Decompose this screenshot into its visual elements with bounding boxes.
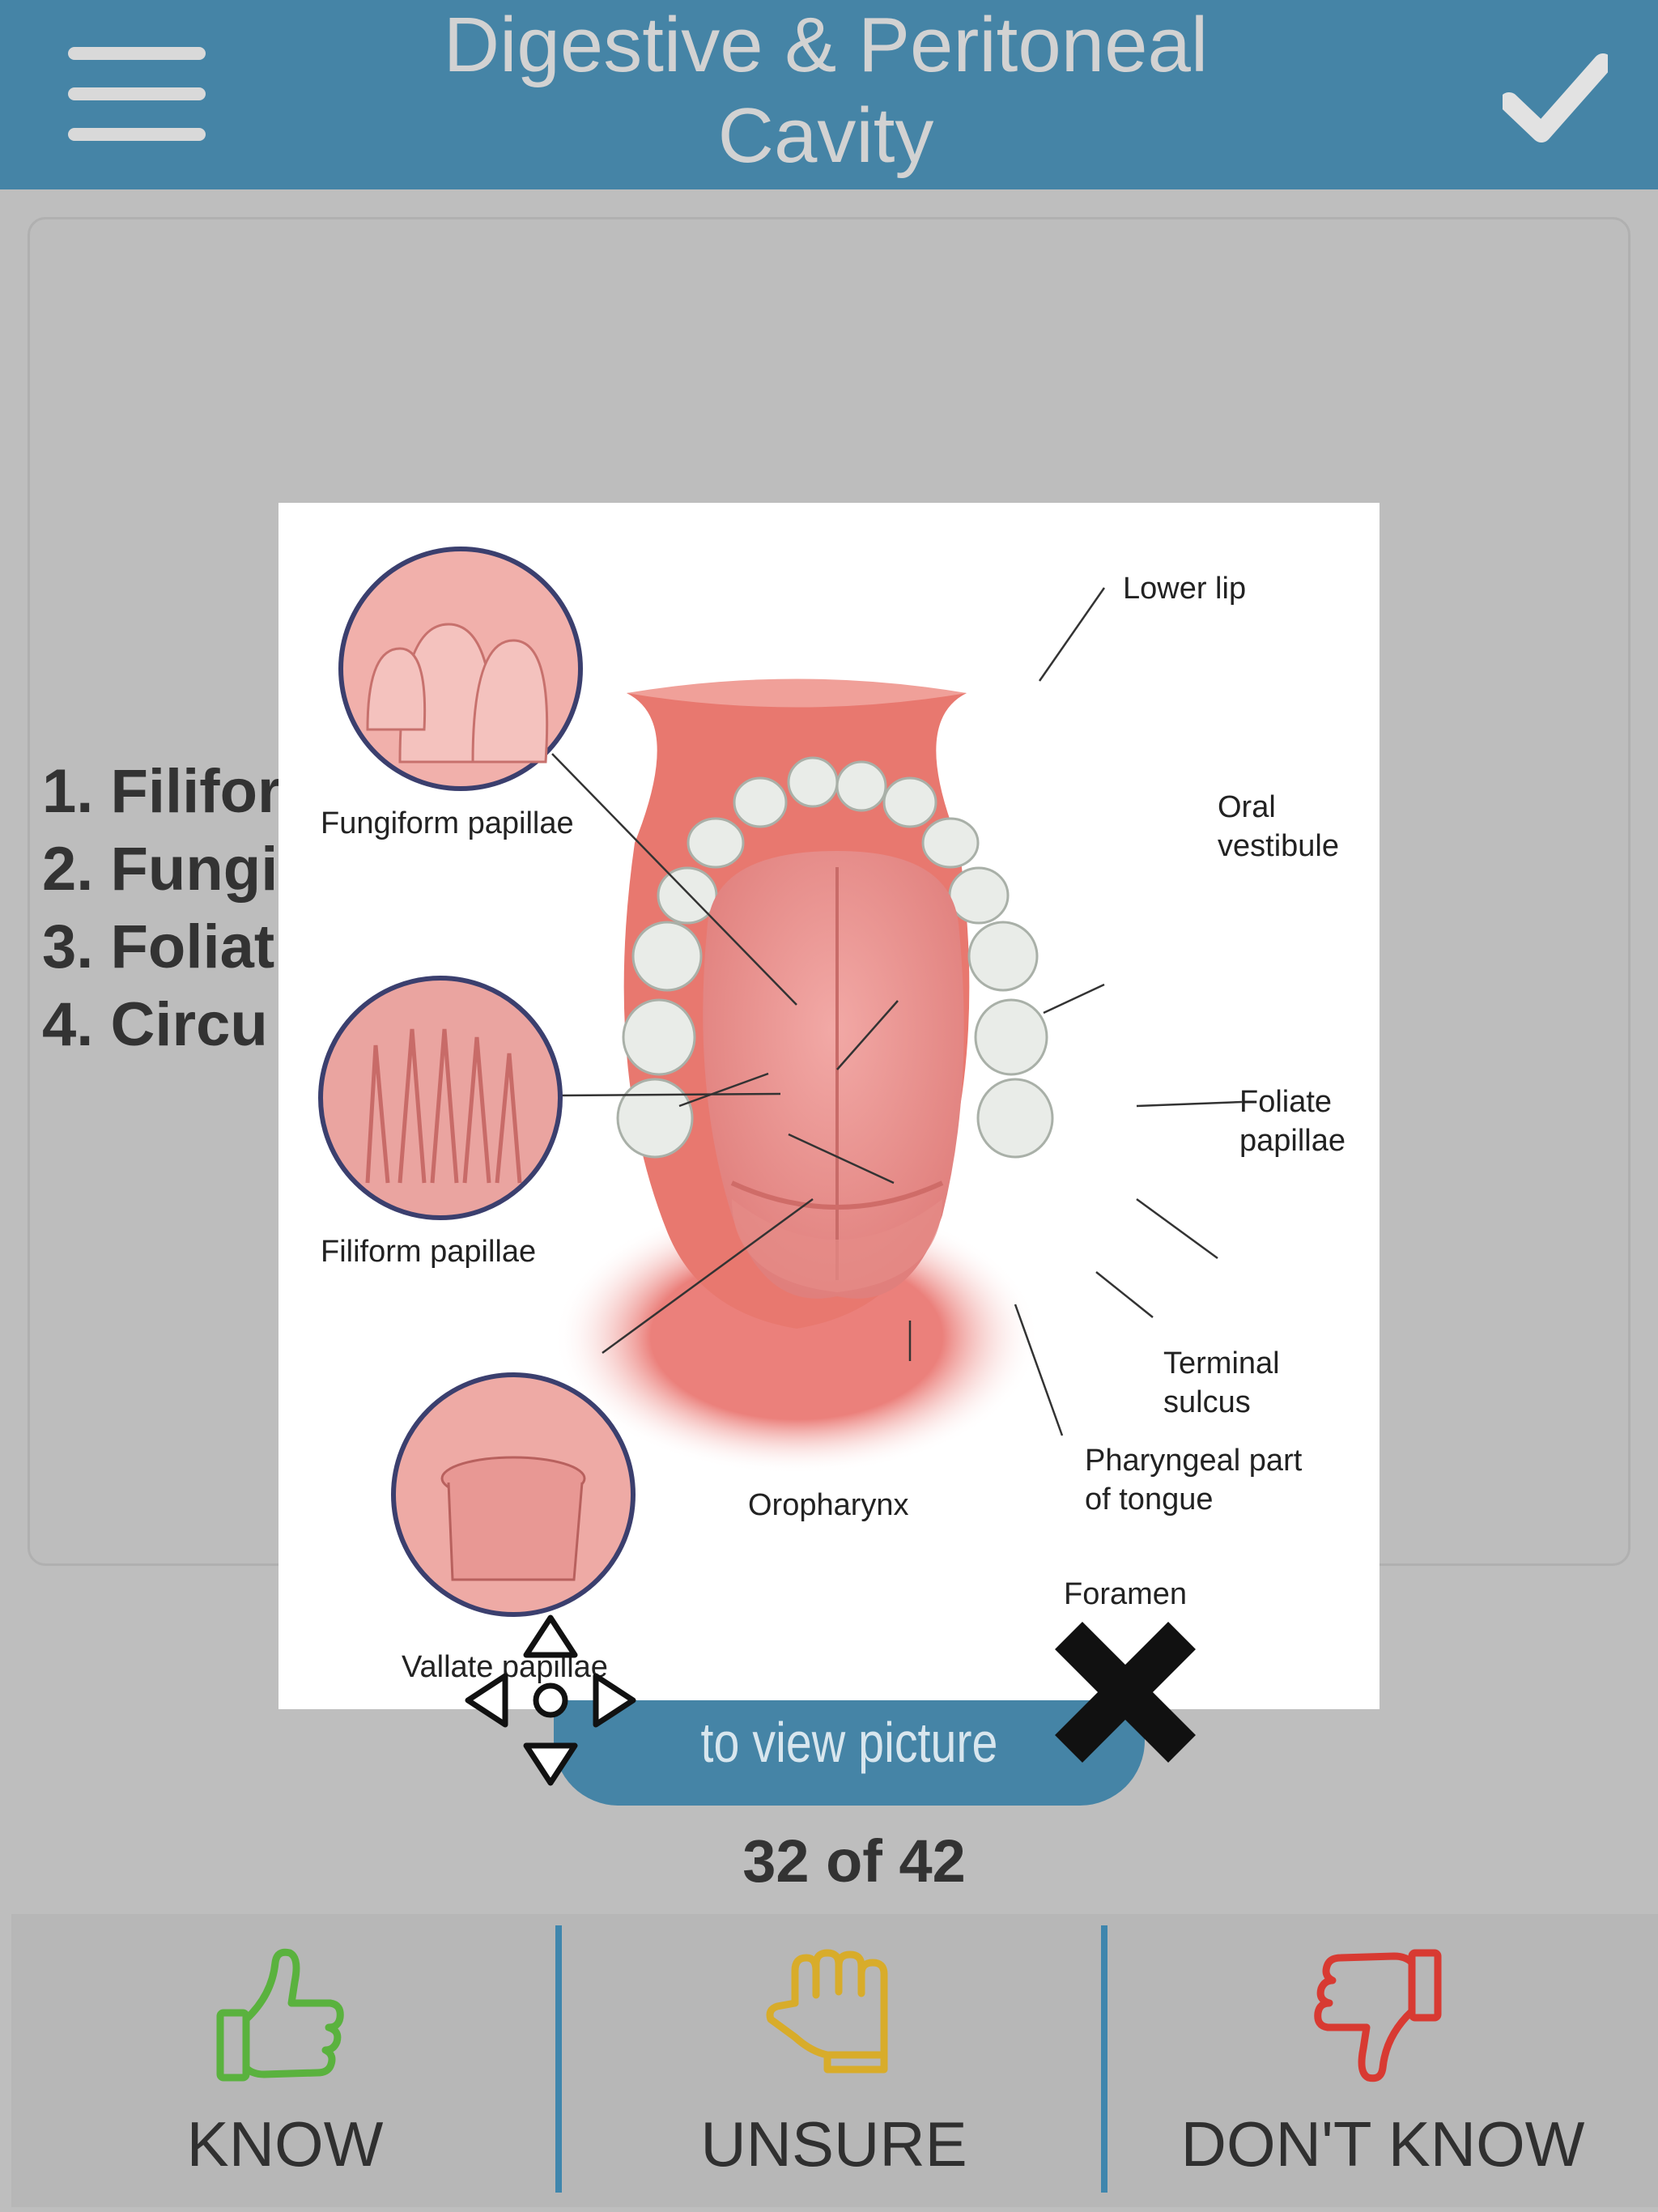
label-lower-lip: Lower lip bbox=[1123, 572, 1246, 606]
label-oral-vestibule: Oral bbox=[1218, 790, 1276, 824]
label-foliate: Foliate bbox=[1239, 1085, 1332, 1119]
move-arrows-icon[interactable] bbox=[461, 1611, 640, 1789]
title-line-2: Cavity bbox=[717, 92, 934, 179]
close-icon[interactable] bbox=[1044, 1611, 1206, 1773]
label-foramen: Foramen bbox=[1064, 1577, 1187, 1611]
tongue-diagram-picture[interactable]: Lower lip Oral vestibule Foliate papilla… bbox=[278, 503, 1380, 1709]
label-foliate-2: papillae bbox=[1239, 1124, 1346, 1158]
list-item: 1. Filifor bbox=[42, 757, 282, 826]
know-label: KNOW bbox=[186, 2108, 384, 2180]
card-counter: 32 of 42 bbox=[742, 1827, 966, 1895]
title-line-1: Digestive & Peritoneal bbox=[443, 2, 1209, 88]
unsure-button[interactable]: UNSURE bbox=[562, 1914, 1106, 2207]
label-oral-vestibule-2: vestibule bbox=[1218, 829, 1339, 863]
thumbs-up-icon bbox=[216, 1948, 344, 2082]
unsure-label: UNSURE bbox=[700, 2108, 967, 2180]
divider bbox=[555, 1925, 562, 2193]
list-item: 4. Circu bbox=[42, 990, 268, 1059]
label-filiform: Filiform papillae bbox=[321, 1235, 536, 1269]
tongue-diagram: Lower lip Oral vestibule Foliate papilla… bbox=[318, 547, 1346, 1684]
label-oropharynx: Oropharynx bbox=[748, 1488, 909, 1522]
rating-bar: KNOW UNSURE DON'T KNOW bbox=[11, 1914, 1658, 2207]
dont-know-button[interactable]: DON'T KNOW bbox=[1107, 1914, 1658, 2207]
view-picture-button[interactable]: to view picture bbox=[554, 1700, 1145, 1806]
hamburger-menu-icon[interactable] bbox=[68, 47, 206, 143]
unsure-hand-icon bbox=[766, 1949, 888, 2074]
list-item: 2. Fungi bbox=[42, 835, 278, 904]
header-bar: Digestive & Peritoneal Cavity bbox=[0, 0, 1658, 189]
view-picture-label: to view picture bbox=[700, 1711, 998, 1774]
thumbs-down-icon bbox=[1314, 1949, 1442, 2082]
know-button[interactable]: KNOW bbox=[11, 1914, 559, 2207]
list-item: 3. Foliat bbox=[42, 912, 275, 981]
dont-know-label: DON'T KNOW bbox=[1180, 2108, 1585, 2180]
label-pharyngeal-2: of tongue bbox=[1085, 1482, 1213, 1516]
label-pharyngeal: Pharyngeal part bbox=[1085, 1444, 1303, 1478]
label-terminal-2: sulcus bbox=[1163, 1385, 1251, 1419]
divider bbox=[1101, 1925, 1107, 2193]
label-terminal: Terminal bbox=[1163, 1346, 1280, 1380]
label-fungiform: Fungiform papillae bbox=[321, 806, 574, 840]
page-title: Digestive & Peritoneal Cavity bbox=[340, 0, 1312, 181]
checkmark-icon[interactable] bbox=[1499, 53, 1613, 144]
card-answer-list: 1. Filifor 2. Fungi 3. Foliat 4. Circu bbox=[42, 753, 282, 1064]
